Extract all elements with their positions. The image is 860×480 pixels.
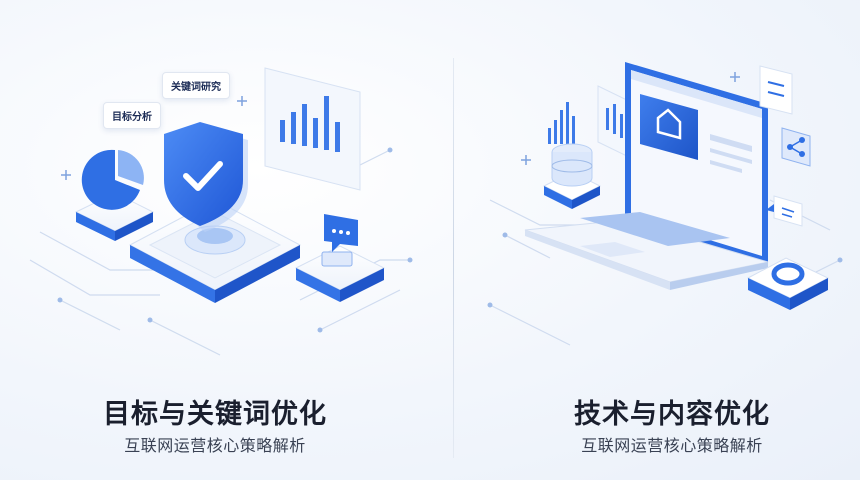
ring-button-platform <box>746 257 830 310</box>
tech-content-illustration <box>487 62 843 346</box>
circuit-dots-right <box>487 232 843 308</box>
right-subtitle: 互联网运营核心策略解析 <box>581 436 763 455</box>
keyword-research-tag: 关键词研究 <box>162 72 230 99</box>
document-lines <box>710 134 752 173</box>
panel-divider <box>453 58 454 458</box>
chat-platform <box>294 245 386 302</box>
mini-bar-chart-icon <box>548 102 575 144</box>
ring-button-icon <box>771 262 805 286</box>
left-panel: 目标分析 关键词研究 目标与关键词优化 互联网运营核心策略解析 <box>29 67 413 455</box>
goal-analysis-tag: 目标分析 <box>103 102 161 129</box>
database-icon <box>551 143 593 187</box>
right-title: 技术与内容优化 <box>574 399 770 430</box>
keyboard <box>580 212 730 246</box>
home-chart-icon <box>640 94 698 160</box>
plus-decorations-right <box>521 72 740 165</box>
circuit-dots <box>57 147 413 333</box>
bar-chart-card <box>264 67 361 191</box>
keyword-optimization-illustration <box>29 67 413 356</box>
shield-platform <box>128 199 302 303</box>
pie-chart-icon <box>81 149 144 210</box>
left-title: 目标与关键词优化 <box>103 399 327 430</box>
bar-chart-icon <box>280 96 340 152</box>
chat-card-icon <box>766 195 803 227</box>
left-subtitle: 互联网运营核心策略解析 <box>124 436 306 455</box>
pie-chart-platform <box>74 149 155 241</box>
shield-check-icon <box>164 122 248 232</box>
chat-bubble-icon <box>324 214 358 252</box>
right-panel: 技术与内容优化 互联网运营核心策略解析 <box>430 0 860 480</box>
document-icon <box>759 65 793 115</box>
share-icon <box>781 127 811 167</box>
plus-decorations <box>61 96 247 180</box>
